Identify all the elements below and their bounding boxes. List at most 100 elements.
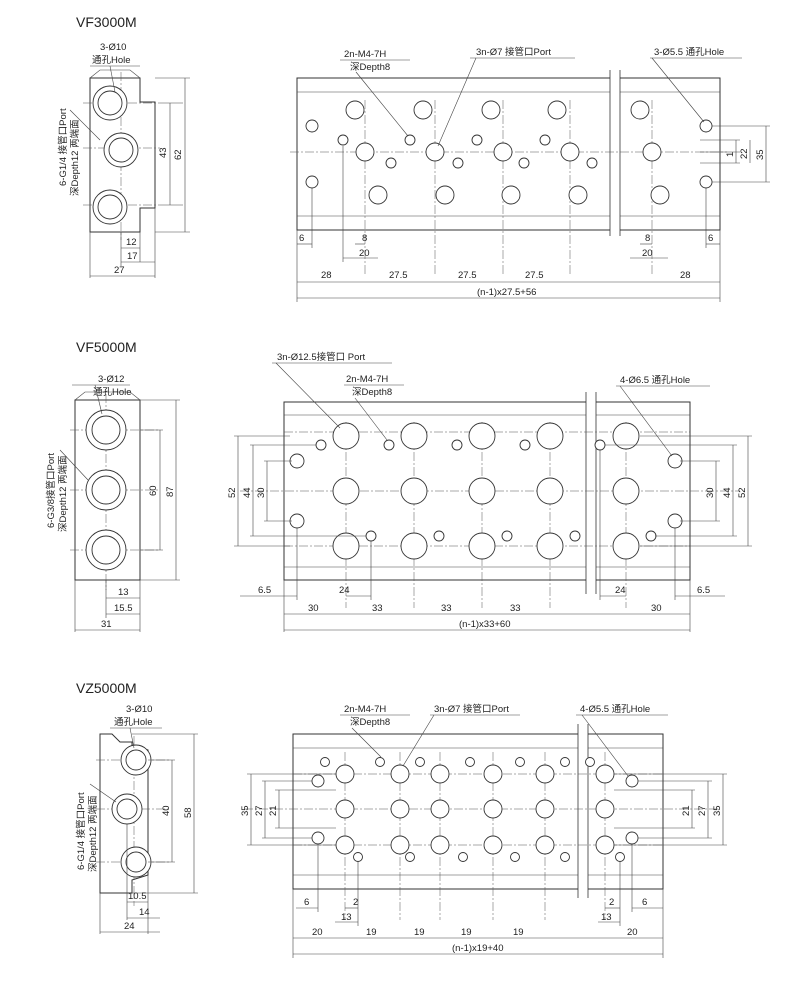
hole-label-2: 通孔Hole	[92, 55, 131, 66]
dim-6-right: 6	[708, 233, 713, 244]
dim-pitch: 60	[148, 485, 159, 496]
dim-35-left: 35	[240, 805, 251, 816]
port-label: 6-G3/8接管口Port	[45, 453, 57, 528]
dim-total: (n-1)x27.5+56	[477, 287, 536, 298]
top-view: 2n-M4-7H 深Depth8 3n-Ø7 接管口Port 3-Ø5.5 通孔…	[290, 46, 770, 302]
dim-2-right: 2	[609, 897, 614, 908]
hole-label-2: 通孔Hole	[93, 387, 132, 398]
dim-b: 14	[139, 907, 150, 918]
dim-6-5-right: 6.5	[697, 585, 710, 596]
dim-30-left: 30	[256, 487, 267, 498]
dim-52-left: 52	[227, 487, 238, 498]
dim-6-right: 6	[642, 897, 647, 908]
dim-a: 13	[118, 587, 129, 598]
section-vf3000m: VF3000M 3-Ø10 通孔Hole 6-G1/4 接管口Port 深Dep…	[57, 14, 770, 302]
dim-pitch-3: 27.5	[525, 270, 544, 281]
dim-b: 15.5	[114, 603, 133, 614]
hole-label: 3-Ø10	[100, 42, 126, 53]
dim-13-right: 13	[601, 912, 612, 923]
dim-1: 1	[725, 152, 736, 157]
dim-total: (n-1)x33+60	[459, 619, 511, 630]
hole-label: 3-Ø12	[98, 374, 124, 385]
dim-13-left: 13	[341, 912, 352, 923]
dim-20-left: 20	[359, 248, 370, 259]
dim-total: (n-1)x19+40	[452, 943, 504, 954]
model-title: VF3000M	[76, 14, 137, 30]
dim-20-left: 20	[312, 927, 323, 938]
model-title: VF5000M	[76, 339, 137, 355]
dim-20-right: 20	[627, 927, 638, 938]
dim-width: 27	[114, 265, 125, 276]
hole-label: 3-Ø10	[126, 704, 152, 715]
dim-pitch-2: 33	[441, 603, 452, 614]
dim-24-right: 24	[615, 585, 626, 596]
label-port: 3n-Ø7 接管口Port	[434, 703, 509, 715]
dim-8-left: 8	[362, 233, 367, 244]
label-hole: 4-Ø6.5 通孔Hole	[620, 375, 690, 386]
side-view: 3-Ø12 通孔Hole 6-G3/8接管口Port 深Depth12 两端面 …	[45, 374, 180, 632]
dim-b: 17	[127, 251, 138, 262]
label-port: 3n-Ø7 接管口Port	[476, 46, 551, 58]
dim-height: 87	[165, 486, 176, 497]
dim-pitch-1: 33	[372, 603, 383, 614]
section-vz5000m: VZ5000M 3-Ø10 通孔Hole 6-G1/4 接管口Port 深Dep…	[75, 680, 727, 958]
port-label-2: 深Depth12 两端面	[87, 795, 99, 872]
dim-pitch-4: 19	[513, 927, 524, 938]
dim-6-left: 6	[304, 897, 309, 908]
label-m4: 2n-M4-7H	[344, 704, 386, 715]
dim-35-right: 35	[712, 805, 723, 816]
label-hole: 3-Ø5.5 通孔Hole	[654, 47, 724, 58]
dim-height: 58	[183, 807, 194, 818]
dim-pitch-2: 19	[414, 927, 425, 938]
dim-35: 35	[755, 149, 766, 160]
dim-21-left: 21	[268, 805, 279, 816]
dim-52-right: 52	[737, 487, 748, 498]
label-m4: 2n-M4-7H	[344, 49, 386, 60]
section-vf5000m: VF5000M 3-Ø12 通孔Hole 6-G3/8接管口Port 深Dept…	[45, 339, 752, 632]
dim-8-right: 8	[645, 233, 650, 244]
port-label-2: 深Depth12 两端面	[57, 455, 69, 532]
dim-6-left: 6	[299, 233, 304, 244]
side-view: 3-Ø10 通孔Hole 6-G1/4 接管口Port 深Depth12 两端面…	[57, 42, 190, 278]
dim-44-right: 44	[722, 487, 733, 498]
dim-28-right: 28	[680, 270, 691, 281]
dim-6-5-left: 6.5	[258, 585, 271, 596]
dim-2-left: 2	[353, 897, 358, 908]
port-label-2: 深Depth12 两端面	[69, 119, 81, 196]
dim-24-left: 24	[339, 585, 350, 596]
dim-20-right: 20	[642, 248, 653, 259]
label-hole: 4-Ø5.5 通孔Hole	[580, 704, 650, 715]
dim-21-right: 21	[681, 805, 692, 816]
dim-27-right: 27	[697, 805, 708, 816]
dim-pitch-1: 27.5	[389, 270, 408, 281]
model-title: VZ5000M	[76, 680, 137, 696]
dim-27-left: 27	[254, 805, 265, 816]
dim-pitch-3: 19	[461, 927, 472, 938]
top-view: 2n-M4-7H 深Depth8 3n-Ø7 接管口Port 4-Ø5.5 通孔…	[240, 703, 727, 958]
top-view: 3n-Ø12.5接管口 Port 2n-M4-7H 深Depth8 4-Ø6.5…	[227, 351, 752, 632]
label-m4-depth: 深Depth8	[352, 387, 392, 398]
label-m4: 2n-M4-7H	[346, 374, 388, 385]
port-label: 6-G1/4 接管口Port	[75, 792, 87, 870]
dim-width: 31	[101, 619, 112, 630]
dim-pitch: 40	[161, 805, 172, 816]
dim-pitch-3: 33	[510, 603, 521, 614]
dim-a: 12	[126, 237, 137, 248]
label-m4-depth: 深Depth8	[350, 717, 390, 728]
dim-22: 22	[739, 148, 750, 159]
dim-width: 24	[124, 921, 135, 932]
dim-30-right: 30	[705, 487, 716, 498]
dim-30-bottom-right: 30	[651, 603, 662, 614]
dim-44-left: 44	[242, 487, 253, 498]
dim-height: 62	[173, 149, 184, 160]
dim-pitch-2: 27.5	[458, 270, 477, 281]
label-m4-depth: 深Depth8	[350, 62, 390, 73]
port-label: 6-G1/4 接管口Port	[57, 108, 69, 186]
dim-30-bottom-left: 30	[308, 603, 319, 614]
side-view: 3-Ø10 通孔Hole 6-G1/4 接管口Port 深Depth12 两端面…	[75, 704, 198, 934]
dim-a: 10.5	[128, 891, 147, 902]
label-port: 3n-Ø12.5接管口 Port	[277, 351, 366, 363]
dim-pitch: 43	[158, 147, 169, 158]
dim-28-left: 28	[321, 270, 332, 281]
